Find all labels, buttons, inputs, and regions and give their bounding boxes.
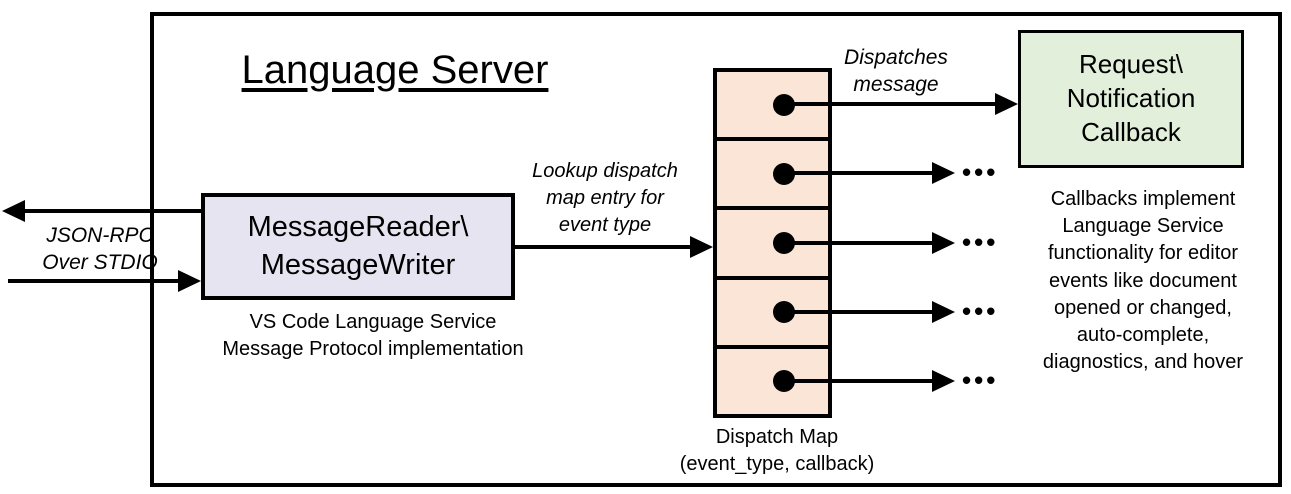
lookup-arrow-line: [515, 245, 690, 249]
map-entry-dot-icon: [772, 232, 795, 254]
stdio-input-arrowhead-icon: [178, 270, 201, 292]
dispatch-arrow-3-line: [786, 241, 932, 245]
dispatch-map-caption: Dispatch Map (event_type, callback): [679, 426, 875, 476]
dispatch-arrow-4-head-icon: [932, 301, 955, 323]
map-entry-dot-icon: [772, 370, 795, 393]
stdio-input-arrow-line: [8, 279, 178, 283]
io-channel-label: JSON-RPC Over STDIO: [42, 224, 158, 275]
dispatch-cell: [717, 275, 828, 345]
dispatch-arrow-5-line: [786, 379, 932, 383]
dispatch-arrow-1-line: [786, 102, 995, 106]
ellipsis: •••: [962, 296, 999, 326]
dispatch-arrow-4-line: [786, 310, 932, 314]
diagram-title: Language Server: [241, 48, 549, 92]
ellipsis: •••: [962, 365, 999, 395]
callback-note: Callbacks implement Language Service fun…: [1042, 188, 1244, 374]
message-reader-writer-box: MessageReader\ MessageWriter: [201, 193, 515, 300]
dispatch-cell: [717, 72, 828, 137]
dispatch-arrow-label: Dispatches message: [844, 46, 948, 97]
map-entry-dot-icon: [772, 162, 795, 185]
lookup-arrowhead-icon: [690, 236, 713, 258]
message-box-caption: VS Code Language Service Message Protoco…: [222, 311, 524, 361]
stdio-output-arrow-line: [22, 209, 202, 213]
request-notification-callback-box: Request\ Notification Callback: [1018, 30, 1244, 168]
stdio-output-arrowhead-icon: [2, 200, 25, 222]
dispatch-cell: [717, 206, 828, 275]
ellipsis: •••: [962, 157, 999, 187]
ellipsis: •••: [962, 227, 999, 257]
dispatch-arrow-1-head-icon: [995, 93, 1018, 115]
dispatch-arrow-2-head-icon: [932, 162, 955, 184]
map-entry-dot-icon: [772, 301, 795, 324]
lookup-arrow-label: Lookup dispatch map entry for event type: [532, 160, 678, 237]
dispatch-arrow-3-head-icon: [932, 232, 955, 254]
dispatch-cell: [717, 137, 828, 206]
dispatch-cell: [717, 344, 828, 414]
map-entry-dot-icon: [772, 93, 795, 116]
dispatch-arrow-5-head-icon: [932, 370, 955, 392]
dispatch-arrow-2-line: [786, 171, 932, 175]
